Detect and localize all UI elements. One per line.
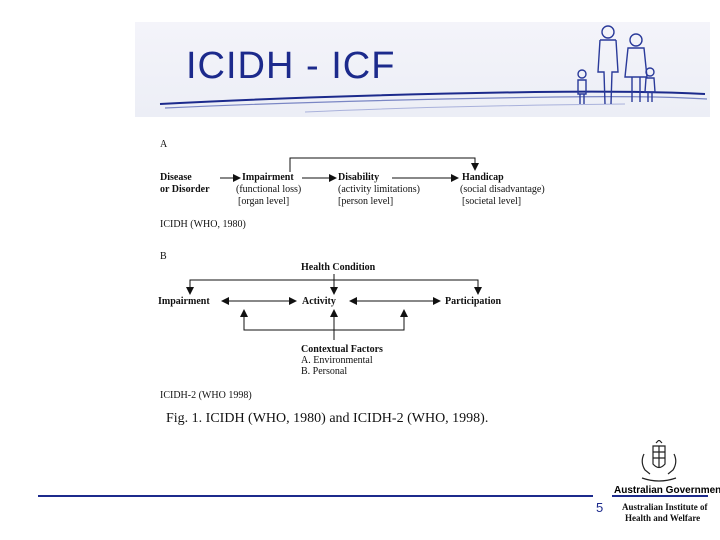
disorder-label: or Disorder <box>160 184 210 195</box>
impairment-label-a: Impairment <box>242 172 294 183</box>
government-label: Australian Government <box>614 485 720 496</box>
disease-label: Disease <box>160 172 192 183</box>
handicap-sub-1: (social disadvantage) <box>460 184 545 195</box>
handicap-label: Handicap <box>462 172 504 183</box>
panel-a-source: ICIDH (WHO, 1980) <box>160 219 246 230</box>
footer-rule <box>38 495 593 497</box>
factor-personal: B. Personal <box>301 366 348 377</box>
disability-sub-2: [person level] <box>338 196 394 207</box>
contextual-factors-label: Contextual Factors <box>301 344 383 355</box>
coat-of-arms-icon <box>641 440 677 482</box>
panel-b-source: ICIDH-2 (WHO 1998) <box>160 390 252 401</box>
footer-rule-right <box>612 495 708 497</box>
family-illustration <box>577 25 656 105</box>
panel-b-label: B <box>160 251 167 262</box>
impairment-sub-1: (functional loss) <box>236 184 302 195</box>
impairment-sub-2: [organ level] <box>238 196 290 207</box>
factor-environmental: A. Environmental <box>301 355 373 366</box>
participation-label: Participation <box>445 296 502 307</box>
figure-caption: Fig. 1. ICIDH (WHO, 1980) and ICIDH-2 (W… <box>166 411 489 426</box>
impairment-label-b: Impairment <box>158 296 210 307</box>
disability-label: Disability <box>338 172 380 183</box>
disability-sub-1: (activity limitations) <box>338 184 420 195</box>
institute-line-1: Australian Institute of <box>622 502 708 512</box>
panel-a-label: A <box>160 139 168 150</box>
health-condition-label: Health Condition <box>301 262 376 273</box>
institute-line-2: Health and Welfare <box>625 513 701 523</box>
activity-label: Activity <box>302 296 336 307</box>
slide-title: ICIDH - ICF <box>186 45 396 87</box>
page-number: 5 <box>596 500 604 515</box>
handicap-sub-2: [societal level] <box>462 196 522 207</box>
